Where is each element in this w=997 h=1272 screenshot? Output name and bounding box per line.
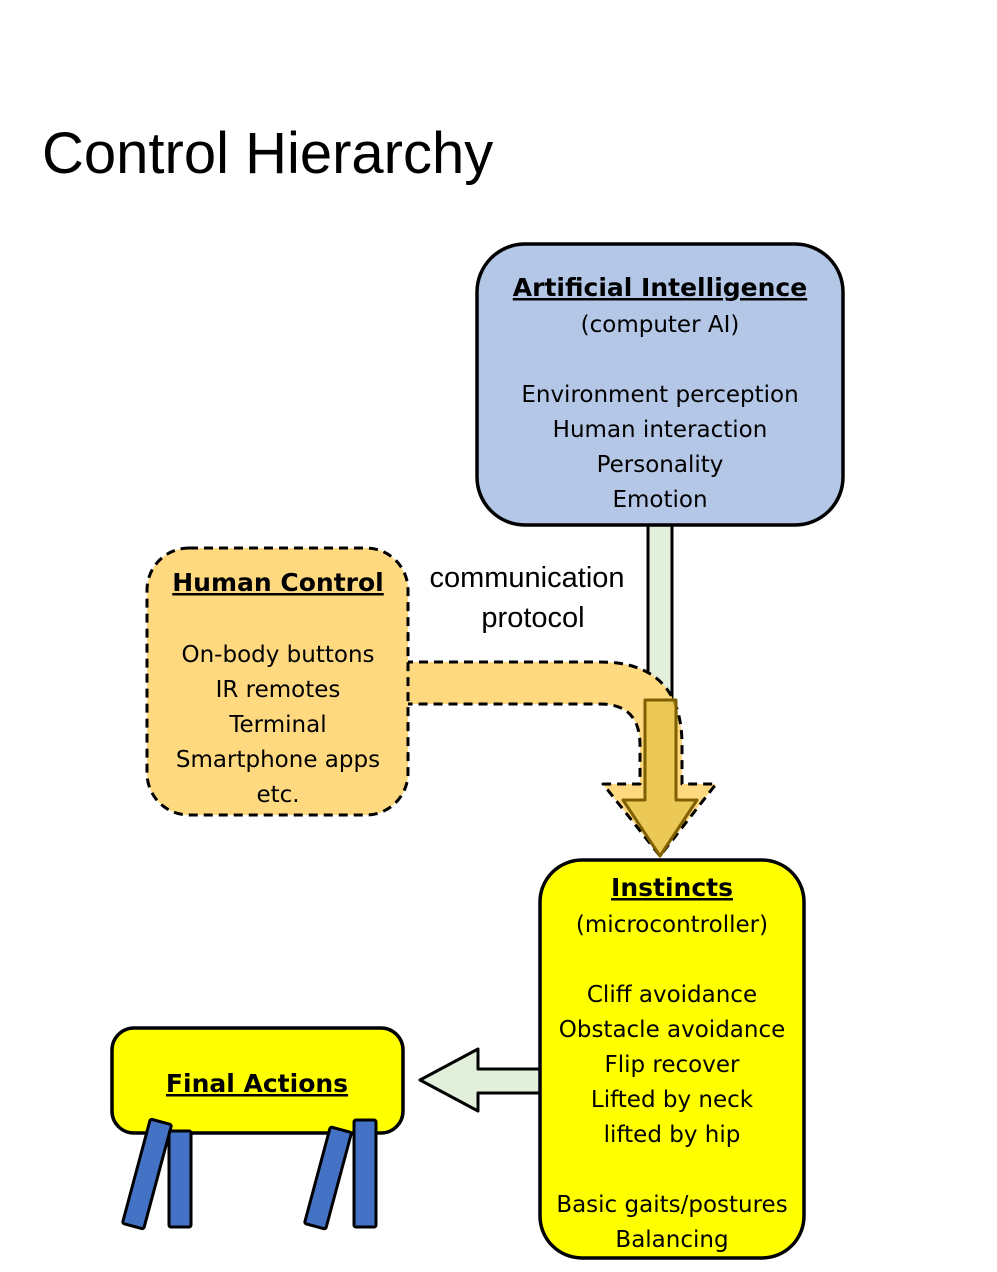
robot-leg bbox=[167, 1129, 193, 1229]
human-control-item: On-body buttons bbox=[181, 642, 374, 668]
instincts-subtitle: (microcontroller) bbox=[576, 912, 768, 938]
ai-box-item: Personality bbox=[597, 452, 724, 478]
robot-leg bbox=[303, 1125, 353, 1231]
ai-box-item: Environment perception bbox=[521, 382, 798, 408]
instincts-box: Instincts (microcontroller) Cliff avoida… bbox=[538, 858, 806, 1260]
instincts-heading: Instincts bbox=[611, 873, 733, 902]
ai-box-heading: Artificial Intelligence bbox=[513, 273, 807, 302]
instincts-item: Lifted by neck bbox=[591, 1087, 754, 1113]
instincts-item: Flip recover bbox=[605, 1052, 741, 1078]
robot-leg bbox=[121, 1117, 173, 1231]
human-control-item: etc. bbox=[256, 782, 299, 808]
ai-box-item: Human interaction bbox=[553, 417, 768, 443]
instincts-item: Balancing bbox=[615, 1227, 728, 1253]
human-control-item: Smartphone apps bbox=[176, 747, 380, 773]
instincts-item: lifted by hip bbox=[604, 1122, 741, 1148]
protocol-label-line1: communication bbox=[429, 562, 624, 594]
ai-box-item: Emotion bbox=[612, 487, 707, 513]
ai-to-instincts-arrowhead bbox=[621, 698, 699, 858]
page-title: Control Hierarchy bbox=[42, 121, 494, 186]
instincts-item: Cliff avoidance bbox=[587, 982, 757, 1008]
ai-box: Artificial Intelligence (computer AI) En… bbox=[475, 242, 845, 527]
final-actions-heading: Final Actions bbox=[166, 1069, 348, 1098]
protocol-label-line2: protocol bbox=[481, 602, 584, 634]
final-actions-box: Final Actions bbox=[110, 1026, 405, 1231]
ai-box-subtitle: (computer AI) bbox=[581, 312, 740, 338]
instincts-item: Basic gaits/postures bbox=[556, 1192, 787, 1218]
human-control-item: Terminal bbox=[228, 712, 326, 738]
human-control-item: IR remotes bbox=[216, 677, 341, 703]
instincts-item: Obstacle avoidance bbox=[559, 1017, 786, 1043]
human-control-box: Human Control On-body buttons IR remotes… bbox=[145, 546, 410, 817]
human-control-heading: Human Control bbox=[172, 568, 384, 597]
instincts-to-actions-arrow bbox=[418, 1047, 542, 1113]
robot-leg bbox=[352, 1118, 378, 1229]
